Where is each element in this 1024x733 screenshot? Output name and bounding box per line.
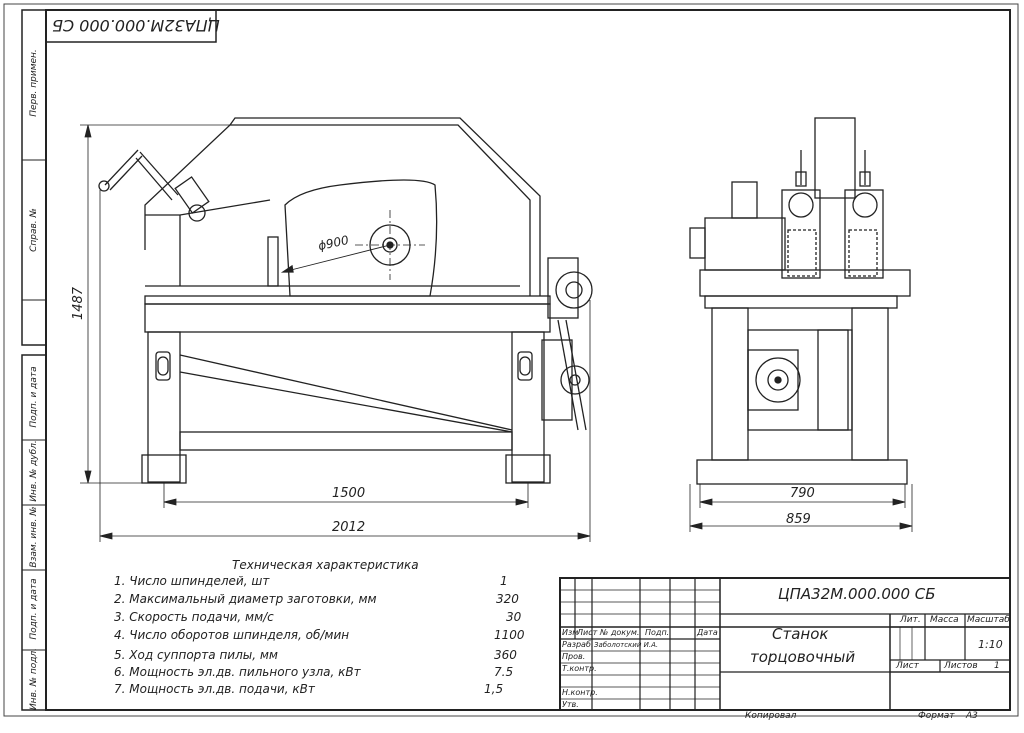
dim-side-overall: 859: [786, 512, 811, 527]
spec-value: 360: [494, 648, 517, 662]
title-code: ЦПА32М.000.000 СБ: [778, 585, 936, 603]
hdr-izm: Изм: [562, 628, 579, 637]
hdr-data: Дата: [697, 628, 718, 637]
side-view: [689, 117, 911, 485]
footer-format: Формат: [918, 711, 955, 721]
title-name-line2: торцовочный: [750, 648, 856, 666]
massa-label: Масса: [930, 615, 959, 625]
spec-label: 6. Мощность эл.дв. пильного узла, кВт: [114, 665, 361, 679]
sheets-value: 1: [994, 661, 1000, 671]
dim-height: 1487: [71, 286, 87, 321]
drawing-code-rotated: ЦПА32М.000.000 СБ: [52, 16, 221, 35]
spec-value: 7.5: [494, 665, 514, 679]
dim-side-base: 790: [790, 486, 815, 501]
spec-label: 4. Число оборотов шпинделя, об/мин: [114, 628, 350, 642]
spec-value: 1100: [494, 628, 525, 642]
front-dimensions: [80, 124, 591, 542]
hdr-podp: Подп.: [645, 628, 670, 637]
dim-base-length: 1500: [332, 486, 366, 501]
lit-label: Лит.: [900, 615, 921, 625]
spec-value: 30: [506, 610, 522, 624]
hdr-list: Лист: [577, 628, 598, 637]
row-razrab: Разраб.: [562, 640, 594, 649]
row-tkontr: Т.контр.: [562, 664, 597, 673]
spec-label: 7. Мощность эл.дв. подачи, кВт: [114, 682, 315, 696]
scale-value: 1:10: [978, 638, 1003, 651]
title-name-line1: Станок: [772, 625, 829, 643]
spec-label: 1. Число шпинделей, шт: [114, 574, 270, 588]
sheet-frame: [3, 3, 1019, 717]
side-dimensions: [689, 484, 913, 532]
stamp-perv-primen: Перв. примен.: [29, 49, 39, 117]
row-utv: Утв.: [562, 700, 579, 709]
masshtab-label: Масштаб: [967, 615, 1010, 625]
spec-label: 3. Скорость подачи, мм/с: [114, 610, 274, 624]
row-nkontr: Н.контр.: [562, 688, 598, 697]
spec-value: 1: [500, 574, 508, 588]
stamp-inv-podl: Инв. № подл.: [29, 647, 39, 711]
footer-copied: Копировал: [745, 711, 797, 721]
sheet-label: Лист: [896, 661, 919, 671]
footer-format-value: А3: [966, 711, 978, 721]
specs-title: Техническая характеристика: [232, 558, 419, 572]
hdr-doc: № докум.: [600, 628, 640, 637]
title-block: [559, 577, 1011, 711]
spec-value: 320: [496, 592, 519, 606]
front-view: [98, 117, 593, 484]
spec-label: 2. Максимальный диаметр заготовки, мм: [114, 592, 377, 606]
stamp-sprav-no: Справ. №: [29, 208, 39, 252]
row-razrab-name: Заболотский И.А.: [594, 641, 659, 649]
spec-value: 1,5: [484, 682, 504, 696]
row-prov: Пров.: [562, 652, 586, 661]
sheets-label: Листов: [944, 661, 978, 671]
dim-overall-length: 2012: [332, 520, 366, 535]
spec-label: 5. Ход суппорта пилы, мм: [114, 648, 278, 662]
